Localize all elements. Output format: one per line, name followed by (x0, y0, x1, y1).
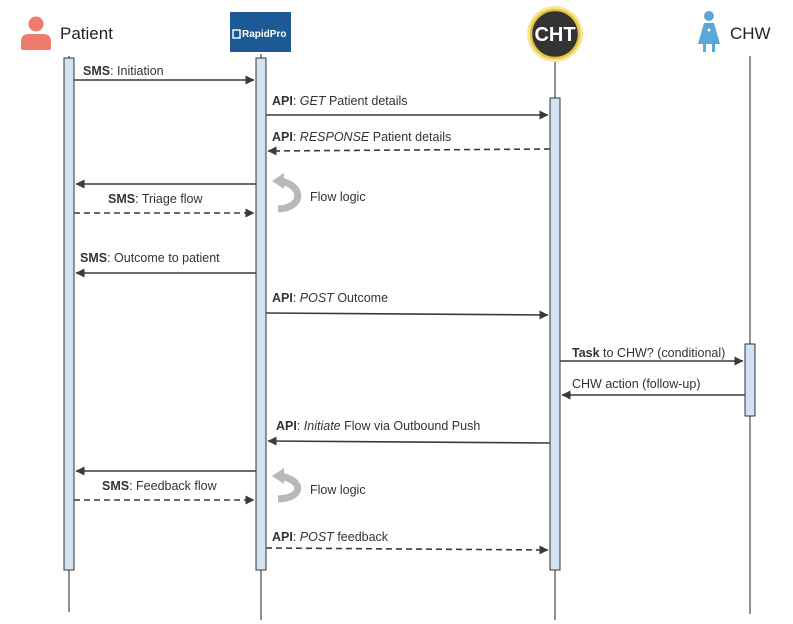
chw-label: CHW (730, 24, 771, 43)
message-text-part: POST (300, 291, 335, 305)
label-sms-triage-flow: SMS: Triage flow (108, 192, 203, 206)
patient-activation-bar (63, 57, 75, 571)
chw-activation-bar (744, 343, 756, 417)
health-worker-icon (698, 11, 720, 52)
patient-icon (21, 16, 51, 50)
message-text-part: : Initiation (110, 64, 164, 78)
self-loop-arrow-icon (272, 173, 302, 213)
message-text-part: API (276, 419, 297, 433)
arrow-api-post-feedback (265, 545, 549, 555)
message-text-part: Outcome (334, 291, 388, 305)
label-api-response-patient-details: API: RESPONSE Patient details (272, 130, 451, 144)
message-text-part: Task (572, 346, 600, 360)
arrow-api-post-outcome (265, 310, 549, 320)
message-text-part: : Feedback flow (129, 479, 218, 493)
message-text-part: CHW action (follow-up) (572, 377, 701, 391)
message-text-part: API (272, 530, 293, 544)
message-text-part: Patient details (326, 94, 408, 108)
message-text-part: SMS (80, 251, 107, 265)
message-text-part: API (272, 130, 293, 144)
label-chw-action: CHW action (follow-up) (572, 377, 701, 391)
label-sms-feedback-flow: SMS: Feedback flow (102, 479, 218, 493)
label-task-to-chw: Task to CHW? (conditional) (572, 346, 725, 360)
message-text-part: SMS (83, 64, 110, 78)
message-text-part: : Outcome to patient (107, 251, 220, 265)
message-text-part: SMS (102, 479, 129, 493)
message-text-part: API (272, 291, 293, 305)
rapidpro-activation-bar (255, 57, 267, 571)
rapidpro-logo-text: RapidPro (242, 29, 286, 40)
message-text-part: to CHW? (conditional) (600, 346, 726, 360)
patient-label: Patient (60, 24, 113, 43)
rapidpro-logo: RapidPro (230, 12, 291, 52)
message-text-part: : (293, 94, 300, 108)
message-text-part: RESPONSE (300, 130, 370, 144)
message-text-part: GET (300, 94, 327, 108)
label-sms-outcome-to-patient: SMS: Outcome to patient (80, 251, 220, 265)
cht-logo: CHT (527, 6, 583, 62)
message-text-part: SMS (108, 192, 135, 206)
message-text-part: : (293, 291, 300, 305)
label-api-post-feedback: API: POST feedback (272, 530, 389, 544)
message-text-part: API (272, 94, 293, 108)
label-api-initiate-flow: API: Initiate Flow via Outbound Push (276, 419, 480, 433)
message-text-part: Flow via Outbound Push (341, 419, 481, 433)
message-text-part: Patient details (369, 130, 451, 144)
message-text-part: feedback (334, 530, 389, 544)
message-text-part: POST (300, 530, 335, 544)
self-loop-arrow-icon (272, 468, 302, 503)
label-sms-initiation: SMS: Initiation (83, 64, 164, 78)
arrow-api-initiate-flow (267, 436, 551, 446)
flow-logic-note-1: Flow logic (310, 190, 366, 204)
label-api-get-patient-details: API: GET Patient details (272, 94, 408, 108)
flow-logic-note-2: Flow logic (310, 483, 366, 497)
message-text-part: : Triage flow (135, 192, 203, 206)
message-text-part: : (297, 419, 304, 433)
label-api-post-outcome: API: POST Outcome (272, 291, 388, 305)
message-text-part: : (293, 530, 300, 544)
cht-activation-bar (549, 97, 561, 571)
cht-logo-text: CHT (534, 24, 575, 46)
arrow-api-response-patient-details (267, 146, 551, 156)
message-text-part: Initiate (304, 419, 341, 433)
message-text-part: : (293, 130, 300, 144)
